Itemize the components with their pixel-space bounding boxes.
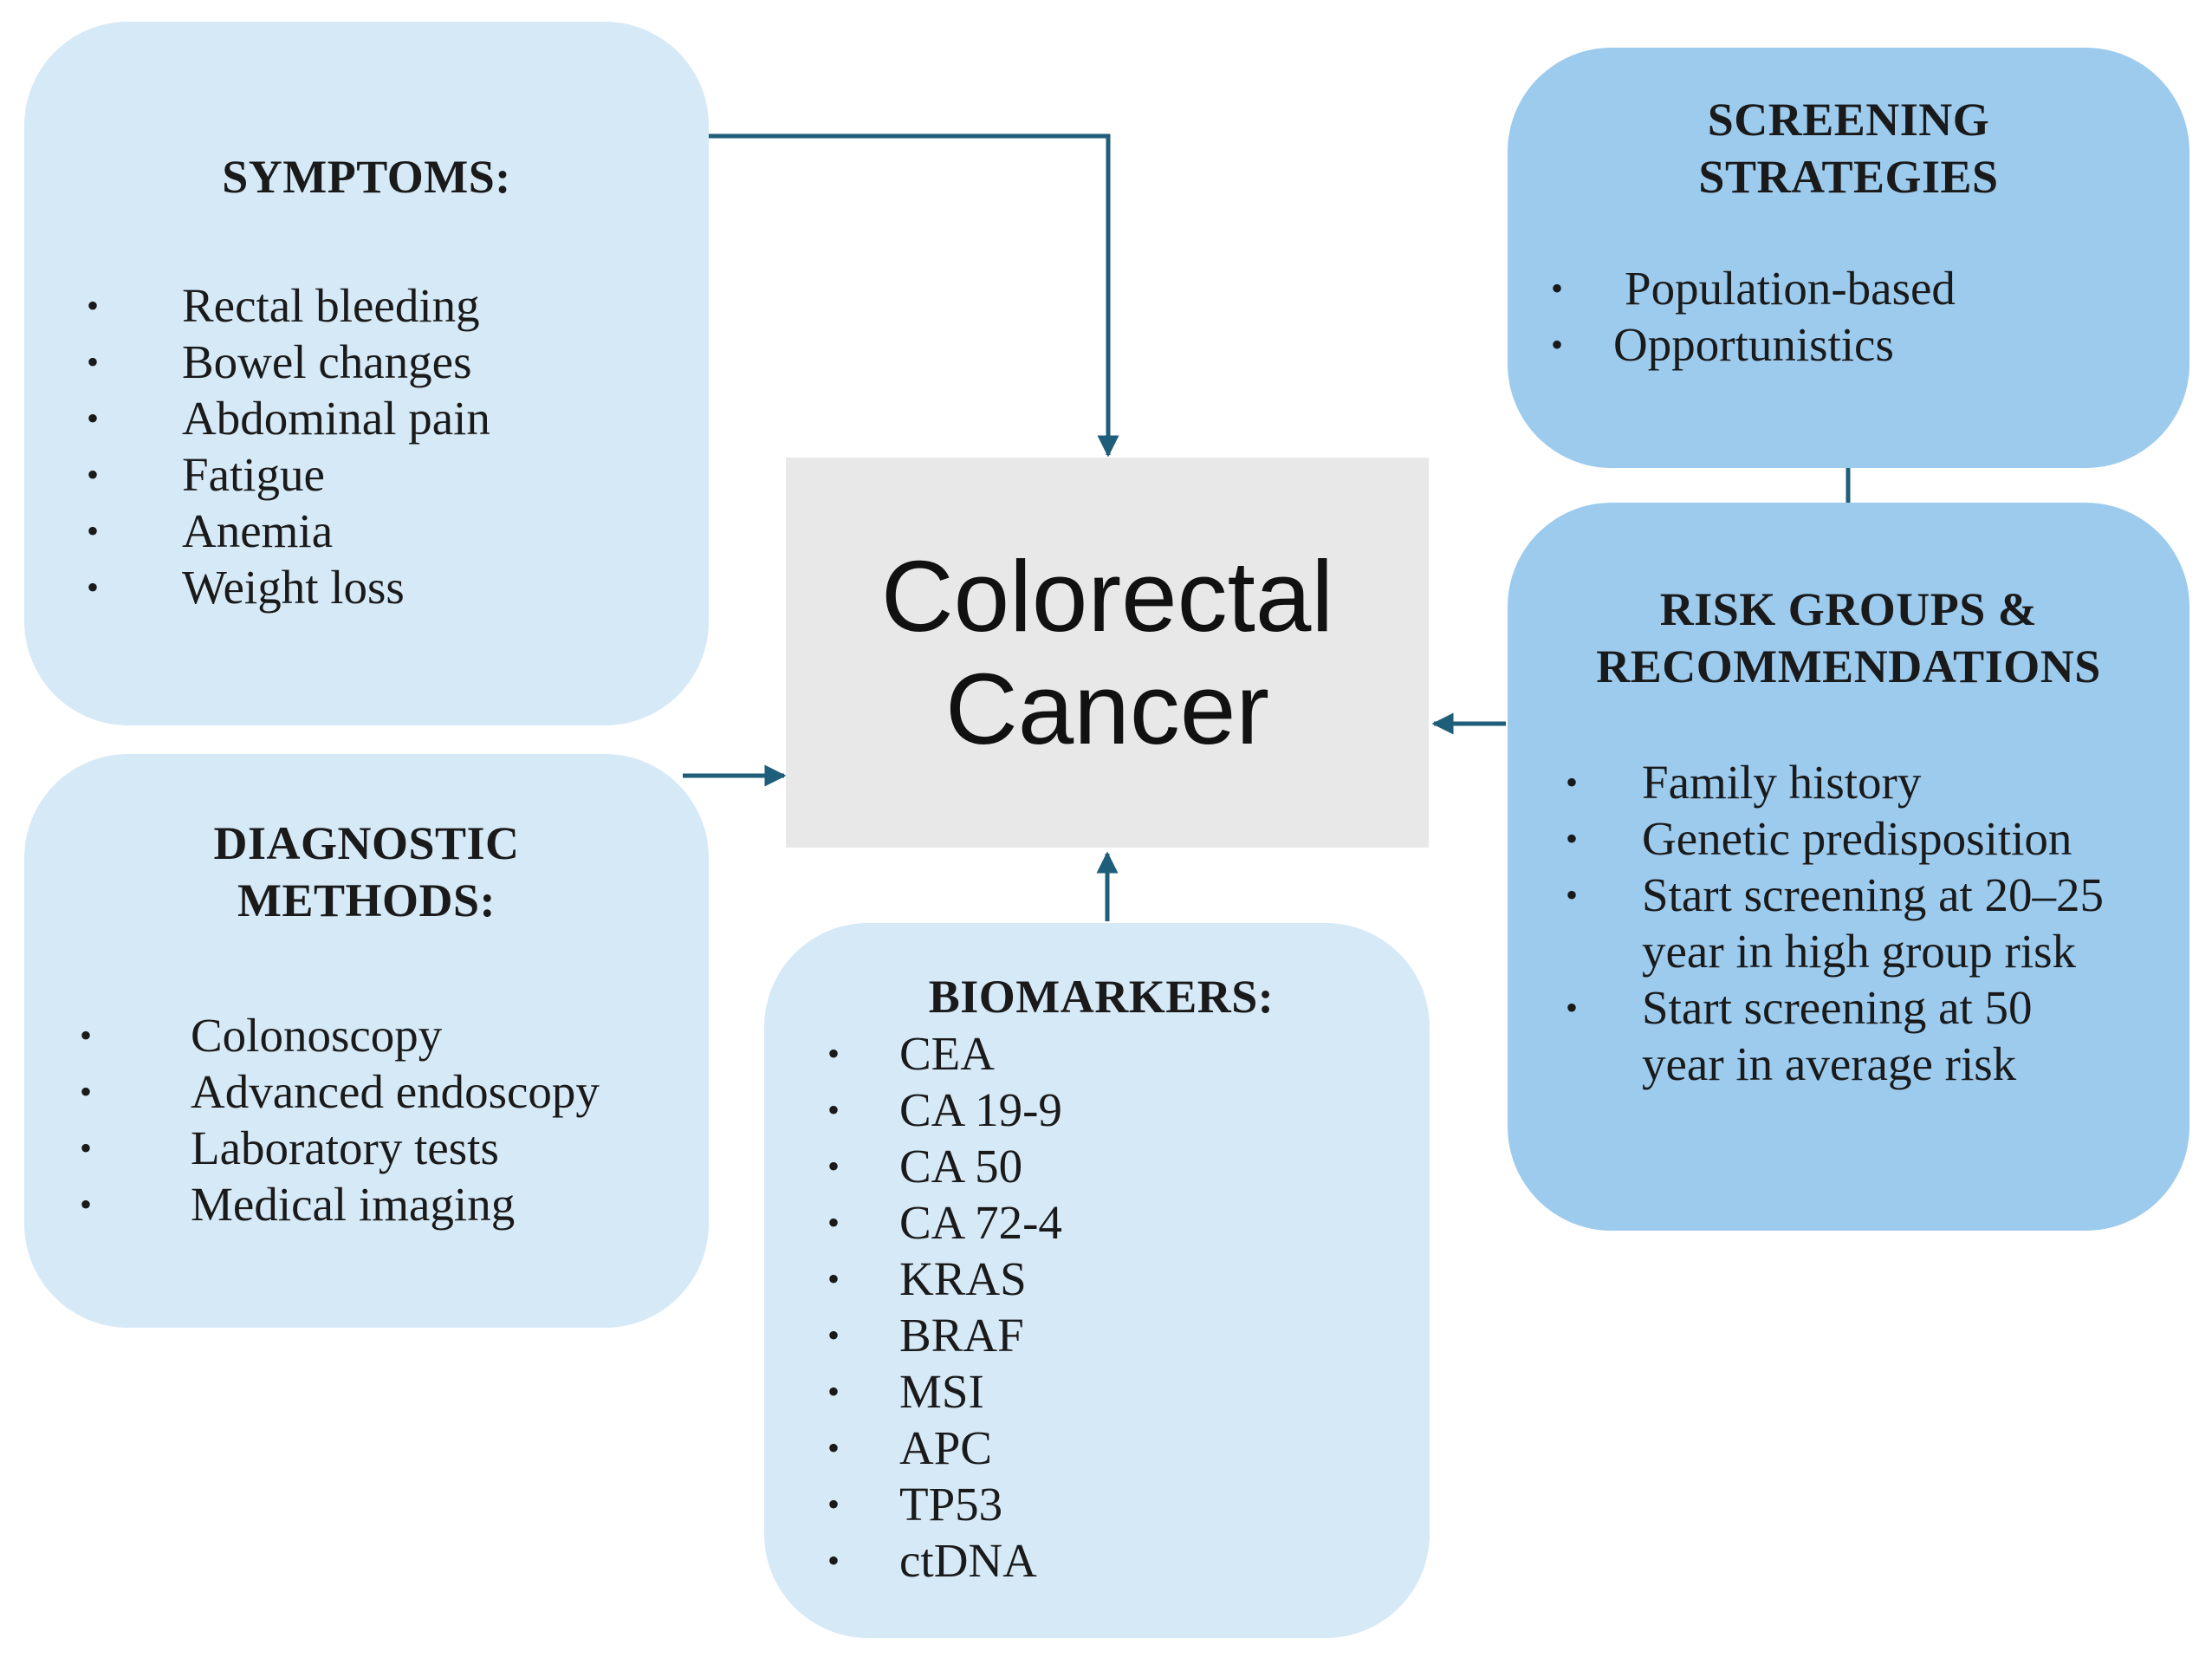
list-item: •Laboratory tests [80,1121,499,1174]
list-item: •APC [827,1421,992,1474]
list-item: •MSI [827,1365,984,1418]
list-item: •Genetic predisposition [1566,812,2073,865]
diagnostic-box: DIAGNOSTIC METHODS: •Colonoscopy •Advanc… [24,754,709,1328]
screening-title: SCREENING STRATEGIES [1698,94,1999,203]
risk-groups-list: •Family history •Genetic predisposition … [1566,754,2104,1092]
risk-groups-title: RISK GROUPS & RECOMMENDATIONS [1596,583,2101,692]
screening-box: SCREENING STRATEGIES •Population-based •… [1508,48,2189,468]
list-item: •Advanced endoscopy [80,1065,600,1118]
center-title-line2: Cancer [945,653,1269,765]
symptoms-to-center-arrow [709,133,1119,458]
list-item: •Bowel changes [87,335,472,388]
symptoms-title: SYMPTOMS: [222,151,511,203]
list-item: •CEA [827,1027,995,1080]
list-item: •Weight loss [87,561,405,614]
biomarkers-box: BIOMARKERS: •CEA •CA 19-9 •CA 50 •CA 72-… [764,923,1430,1638]
screening-list: •Population-based •Opportunistics [1551,260,1956,373]
list-item: •Abdominal pain [87,392,490,445]
center-title-line1: Colorectal [880,540,1334,653]
biomarkers-list: •CEA •CA 19-9 •CA 50 •CA 72-4 •KRAS •BRA… [827,1025,1062,1589]
symptoms-box: SYMPTOMS: •Rectal bleeding •Bowel change… [24,22,709,725]
list-item: •Opportunistics [1551,318,1894,371]
symptoms-list: •Rectal bleeding •Bowel changes •Abdomin… [87,277,490,615]
list-item: •Colonoscopy [80,1009,443,1062]
list-item: •ctDNA [827,1534,1037,1587]
list-item: •CA 19-9 [827,1083,1062,1136]
biomarkers-title: BIOMARKERS: [928,971,1275,1023]
list-item: •KRAS [827,1252,1027,1305]
list-item: •CA 72-4 [827,1196,1062,1249]
list-item: •Fatigue [87,448,325,501]
list-item: •Medical imaging [80,1178,516,1231]
list-item: •Population-based [1551,262,1956,315]
diagnostic-list: •Colonoscopy •Advanced endoscopy •Labora… [80,1007,600,1232]
list-item: •CA 50 [827,1140,1023,1193]
list-item: •BRAF [827,1309,1024,1362]
list-item: •TP53 [827,1478,1003,1531]
diagnostic-title: DIAGNOSTIC METHODS: [213,817,520,926]
colorectal-cancer-box: Colorectal Cancer [786,458,1429,848]
list-item: •Anemia [87,504,334,557]
list-item: •Rectal bleeding [87,279,480,332]
list-item: •Family history [1566,756,1922,809]
risk-groups-box: RISK GROUPS & RECOMMENDATIONS •Family hi… [1508,503,2189,1231]
